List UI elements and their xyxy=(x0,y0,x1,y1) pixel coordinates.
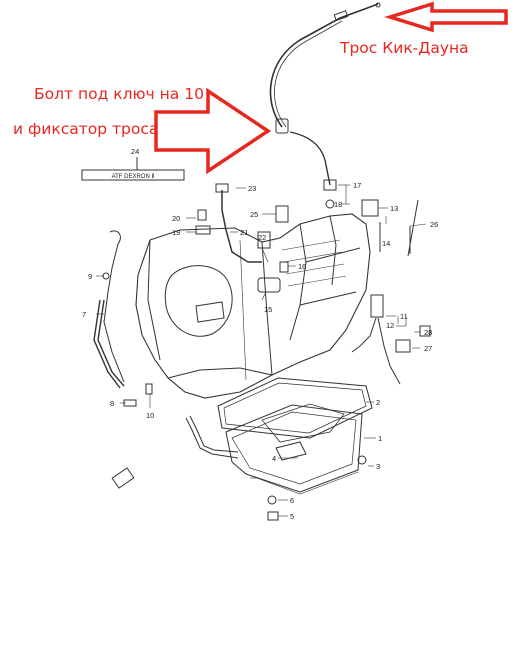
part-number: 26 xyxy=(430,220,438,229)
oil-pan xyxy=(217,377,373,495)
part-number: 8 xyxy=(110,399,114,408)
filler-tube xyxy=(185,417,239,459)
atf-label-plate xyxy=(81,157,185,181)
part-number: 18 xyxy=(334,200,342,209)
part-number: 27 xyxy=(424,344,432,353)
part-number: 1 xyxy=(378,434,382,443)
part-number: 15 xyxy=(264,305,272,314)
part-number: 12 xyxy=(386,321,394,330)
wire-harness xyxy=(351,294,431,385)
bolt-label-line2: и фиксатор троса xyxy=(13,120,159,138)
part-number: 7 xyxy=(82,310,86,319)
part-number: 20 xyxy=(172,214,180,223)
kickdown-cable-label: Трос Кик-Дауна xyxy=(340,39,469,57)
part-number: 28 xyxy=(424,328,432,337)
part-number: 4 xyxy=(272,454,276,463)
leader-lines xyxy=(96,184,427,517)
part-number: 3 xyxy=(376,462,380,471)
part-number: 2 xyxy=(376,398,380,407)
part-number: 23 xyxy=(248,184,256,193)
part-number: 11 xyxy=(400,312,408,321)
breather-hose xyxy=(221,190,262,263)
part-number: 22 xyxy=(258,233,266,242)
part-number: 21 xyxy=(240,228,248,237)
bolt-label-line1: Болт под ключ на 10 xyxy=(34,85,204,103)
part-number: 6 xyxy=(290,496,294,505)
part-number: 9 xyxy=(88,272,92,281)
part-number: 10 xyxy=(146,411,154,420)
arrow-right-icon xyxy=(154,87,272,175)
dipstick xyxy=(93,230,125,389)
atf-plate-text: ATF DEXRON Ⅱ xyxy=(112,174,155,180)
part-number: 13 xyxy=(390,204,398,213)
part-number: 17 xyxy=(353,181,361,190)
kickdown-cable xyxy=(269,2,381,209)
part-number: 16 xyxy=(298,262,306,271)
part-number: 19 xyxy=(172,228,180,237)
part-number: 24 xyxy=(131,147,139,156)
transmission-case xyxy=(135,213,371,399)
arrow-left-icon xyxy=(384,1,508,33)
part-number-labels: 24 ATF DEXRON Ⅱ 23 20 19 21 25 22 16 15 … xyxy=(82,147,438,521)
part-number: 5 xyxy=(290,512,294,521)
red-arrows xyxy=(154,1,508,175)
part-number: 14 xyxy=(382,239,390,248)
part-number: 25 xyxy=(250,210,258,219)
small-parts xyxy=(111,199,419,521)
